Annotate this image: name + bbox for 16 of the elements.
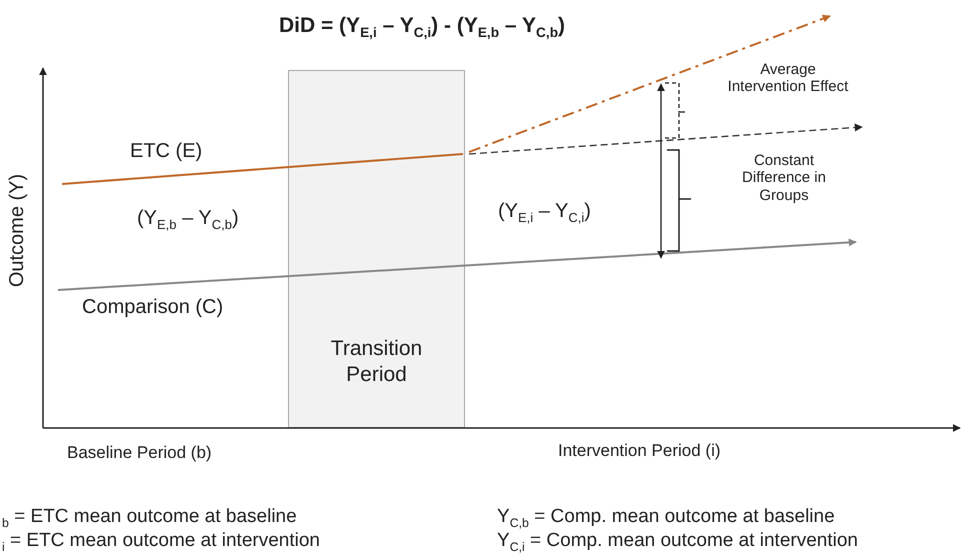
series-label: ETC (E): [130, 140, 202, 163]
formula-text: (Y$_{E,b}$ – Y$_{C,b}$): [137, 207, 239, 233]
period-band: [288, 70, 465, 428]
definition-text: Y$_{C,i}$ = Comp. mean outcome at intervention: [497, 530, 858, 554]
definition-text: Y$_{C,b}$ = Comp. mean outcome at baseline: [497, 506, 835, 530]
annotation-text: Constant Difference in Groups: [741, 152, 827, 204]
definition-text: $_{i}$ = ETC mean outcome at intervention: [2, 530, 320, 554]
formula-title: DiD = (Y$_{E,i}$ – Y$_{C,i}$) - (Y$_{E,b}$ – Y$_{C,b}$): [278, 14, 566, 41]
definition-text: $_{b}$ = ETC mean outcome at baseline: [2, 506, 297, 530]
annotation-text: Average Intervention Effect: [726, 61, 850, 96]
series-label: Comparison (C): [82, 296, 224, 319]
axis-label: Intervention Period (i): [558, 441, 721, 461]
axis-title: Outcome (Y): [6, 173, 30, 287]
formula-text: (Y$_{E,i}$ – Y$_{C,i}$): [498, 200, 591, 226]
band-label: Transition Period: [330, 336, 424, 388]
axis-label: Baseline Period (b): [67, 443, 212, 463]
